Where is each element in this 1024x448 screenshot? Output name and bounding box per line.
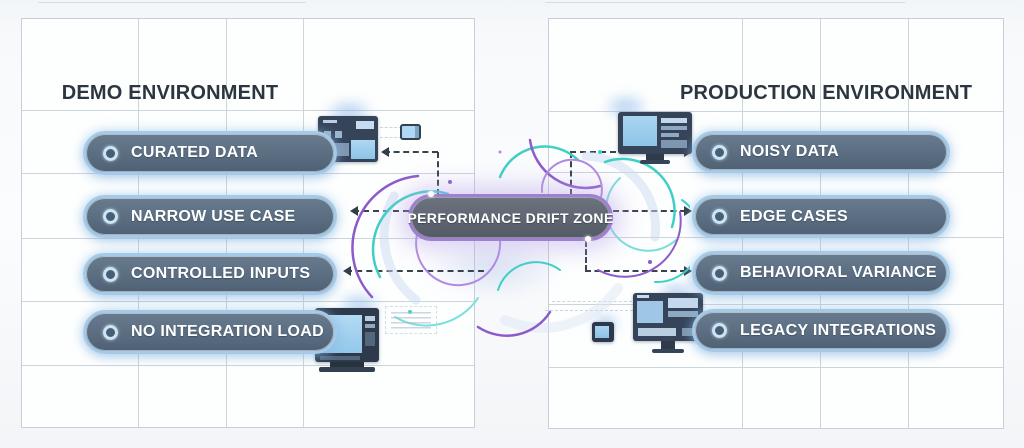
production-environment-title: PRODUCTION ENVIRONMENT <box>680 82 973 104</box>
ring-icon <box>712 144 727 160</box>
pill-narrow-use-case: NARROW USE CASE <box>83 195 337 238</box>
pill-label: CONTROLLED INPUTS <box>131 265 311 282</box>
ring-icon <box>712 265 727 281</box>
ring-icon <box>712 209 727 224</box>
connector-curated-vertical <box>437 152 439 195</box>
faint-link-line <box>380 127 402 128</box>
grid-line <box>22 301 474 302</box>
ring-icon <box>103 324 118 340</box>
mini-tv-icon <box>592 322 614 342</box>
pill-edge-cases: EDGE CASES <box>692 195 950 238</box>
connector-curated <box>384 151 438 153</box>
grid-artifact-line <box>38 2 306 3</box>
grid-artifact-line <box>545 2 905 3</box>
faint-link-line <box>552 301 632 302</box>
pill-noisy-data: NOISY DATA <box>692 131 950 173</box>
grid-line <box>22 365 474 366</box>
arrowhead-narrow-use-case <box>345 206 358 216</box>
grid-line <box>22 238 474 239</box>
connector-noisy-data-vertical <box>570 152 572 195</box>
pill-label: NO INTEGRATION LOAD <box>131 323 324 340</box>
pill-label: EDGE CASES <box>740 207 848 225</box>
grid-line <box>549 367 1003 368</box>
pill-curated-data: CURATED DATA <box>83 131 337 175</box>
arrowhead-curated <box>376 147 389 157</box>
pill-label: CURATED DATA <box>131 144 259 161</box>
pill-controlled-inputs: CONTROLLED INPUTS <box>83 253 337 295</box>
grid-line <box>549 304 1003 305</box>
pill-behavioral-variance: BEHAVIORAL VARIANCE <box>692 251 950 295</box>
arrowhead-controlled-inputs <box>338 266 351 276</box>
grid-line <box>22 110 474 111</box>
performance-drift-zone: PERFORMANCE DRIFT ZONE <box>407 194 614 241</box>
connector-controlled-inputs <box>346 270 484 272</box>
drift-border-dot <box>585 236 591 242</box>
pill-label: BEHAVIORAL VARIANCE <box>740 264 937 281</box>
ring-icon <box>103 145 118 161</box>
workstation-monitor-icon <box>633 293 703 353</box>
faint-link-line <box>545 310 633 311</box>
pill-label: NOISY DATA <box>740 143 840 160</box>
pill-no-integration-load: NO INTEGRATION LOAD <box>83 310 337 354</box>
grid-line <box>549 111 1003 112</box>
demo-environment-title: DEMO ENVIRONMENT <box>61 82 279 104</box>
terminal-text-block <box>385 306 437 334</box>
connector-edge-cases <box>613 210 686 212</box>
desktop-monitor-icon <box>618 112 692 164</box>
ring-icon <box>712 323 727 338</box>
ring-icon <box>103 266 118 282</box>
pill-label: LEGACY INTEGRATIONS <box>740 321 937 339</box>
mini-display-cube-icon <box>400 124 421 140</box>
connector-behavioral-variance <box>585 270 686 272</box>
pill-label: NARROW USE CASE <box>131 207 296 225</box>
faint-link-line <box>380 137 402 138</box>
drift-zone-label: PERFORMANCE DRIFT ZONE <box>407 209 614 226</box>
ring-icon <box>103 209 118 224</box>
connector-narrow-use-case <box>353 210 409 212</box>
drift-border-dot <box>428 191 434 197</box>
connector-behavioral-vertical <box>585 241 587 271</box>
pill-legacy-integrations: LEGACY INTEGRATIONS <box>692 309 950 352</box>
